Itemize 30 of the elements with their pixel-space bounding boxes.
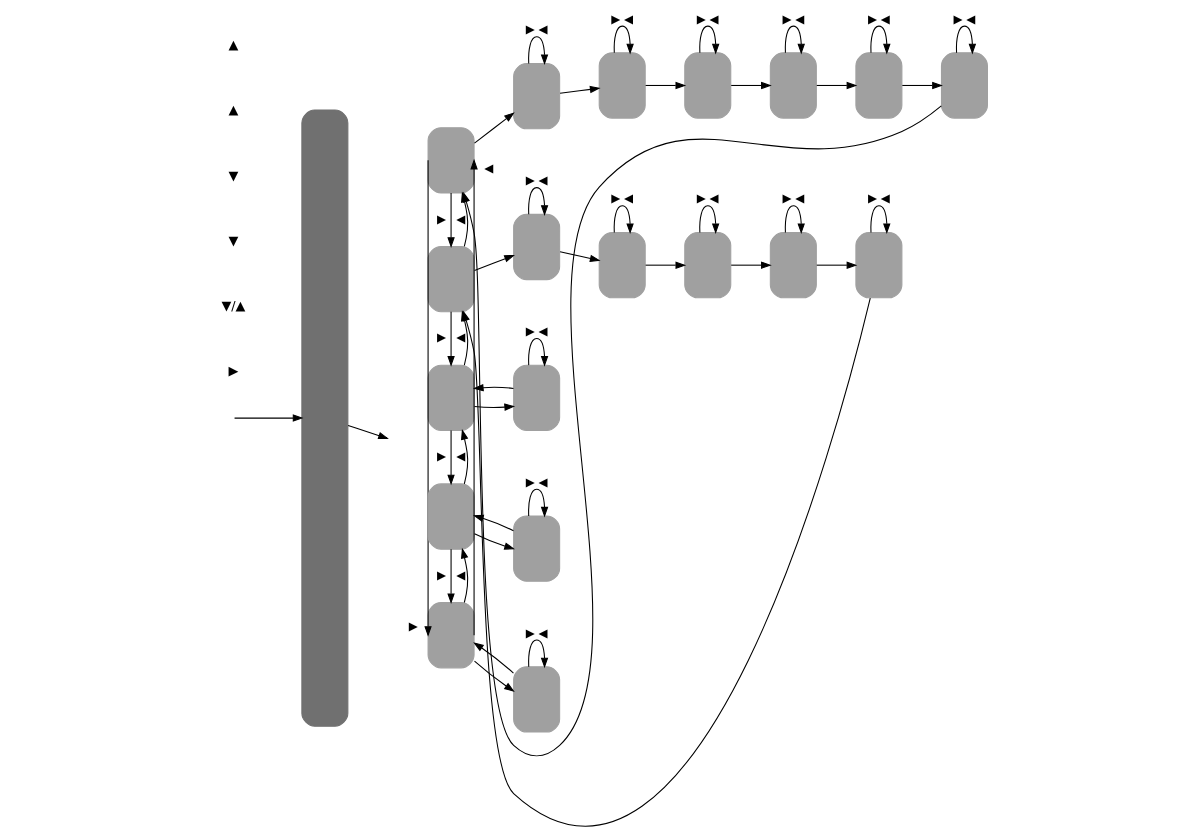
- label: ▼: [227, 232, 238, 248]
- edge-label: ▶ ◀: [867, 11, 890, 26]
- edge-label: ▶ ◀: [781, 190, 804, 205]
- edge-label: ▶ ◀: [525, 474, 548, 489]
- edge-label: ▶ ◀: [953, 11, 975, 26]
- edge-label: ▶ ◀: [525, 323, 548, 338]
- edge-label: ▶ ◀: [781, 11, 804, 26]
- edge-label: ▶ ◀: [696, 190, 719, 205]
- edge-label: ▶ ◀: [525, 21, 548, 36]
- edge-label: ◀: [455, 329, 465, 344]
- edge-label: ◀: [455, 448, 465, 463]
- label: ▼/▲: [220, 297, 245, 313]
- edge-label: ◀: [483, 160, 493, 175]
- edge-label: ▶: [436, 567, 446, 582]
- label: ▲: [227, 36, 238, 52]
- edge-label: ▶: [436, 448, 446, 463]
- edge-label: ▶ ◀: [610, 11, 633, 26]
- edge-label: ▶: [408, 618, 418, 633]
- edge-label: ▶: [436, 211, 446, 226]
- edge-label: ◀: [455, 567, 465, 582]
- label: ▶: [227, 362, 238, 378]
- edge-label: ▶ ◀: [525, 172, 548, 187]
- edge-label: ◀: [455, 211, 465, 226]
- label: ▲: [227, 101, 238, 117]
- edge-label: ▶ ◀: [525, 625, 548, 640]
- edge-label: ▶ ◀: [610, 190, 633, 205]
- edge-label: ▶ ◀: [696, 11, 719, 26]
- edge-label: ▶: [436, 329, 446, 344]
- edge-label: ▶ ◀: [867, 190, 890, 205]
- label: ▼: [227, 167, 238, 183]
